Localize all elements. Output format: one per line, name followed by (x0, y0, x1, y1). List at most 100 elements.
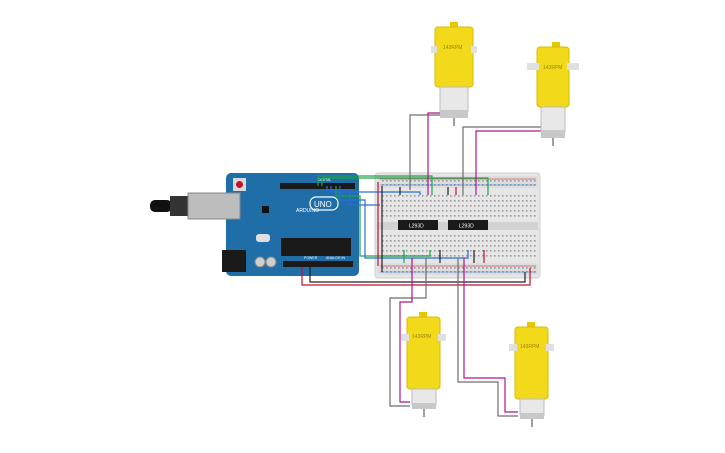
wire-magenta-m3[interactable] (399, 258, 413, 403)
breadboard-hole (470, 215, 472, 217)
breadboard-hole (526, 255, 528, 257)
breadboard-hole (442, 180, 444, 182)
breadboard-hole (534, 267, 536, 269)
breadboard-hole (498, 205, 500, 207)
breadboard-hole (434, 200, 436, 202)
breadboard-hole (534, 255, 536, 257)
breadboard-hole (406, 200, 408, 202)
breadboard-hole (470, 210, 472, 212)
breadboard-hole (394, 250, 396, 252)
breadboard-hole (534, 200, 536, 202)
breadboard-hole (430, 245, 432, 247)
wire-magenta-m2[interactable] (475, 130, 543, 195)
wire-magenta-m1[interactable] (427, 112, 440, 195)
breadboard-hole (414, 250, 416, 252)
driver-chip-2[interactable]: L293D (448, 220, 488, 230)
breadboard-hole (518, 250, 520, 252)
arduino-uno-board[interactable]: ARDUINO UNO DIGITAL POWER ANALOG IN (150, 173, 359, 276)
breadboard-hole (426, 180, 428, 182)
wire-green-d2[interactable] (321, 177, 489, 195)
breadboard-hole (534, 250, 536, 252)
breadboard-hole (466, 215, 468, 217)
breadboard-hole (470, 255, 472, 257)
breadboard-hole (486, 245, 488, 247)
breadboard-hole (406, 210, 408, 212)
wire-gray-m4[interactable] (457, 258, 518, 417)
breadboard-hole (470, 245, 472, 247)
breadboard-hole (450, 245, 452, 247)
breadboard-hole (442, 215, 444, 217)
breadboard-hole (506, 250, 508, 252)
breadboard-hole (406, 250, 408, 252)
breadboard-hole (474, 195, 476, 197)
power-analog-header[interactable] (283, 261, 353, 267)
driver-chip-2-label: L293D (459, 224, 474, 230)
breadboard-hole (502, 235, 504, 237)
breadboard-hole (438, 215, 440, 217)
breadboard-hole (518, 180, 520, 182)
breadboard-hole (458, 215, 460, 217)
breadboard-hole (446, 205, 448, 207)
breadboard-hole (422, 240, 424, 242)
breadboard-hole (418, 210, 420, 212)
breadboard-hole (458, 210, 460, 212)
breadboard-hole (486, 195, 488, 197)
breadboard-hole (426, 210, 428, 212)
breadboard-hole (510, 195, 512, 197)
wire-blue-d3[interactable] (339, 186, 469, 259)
breadboard-hole (522, 255, 524, 257)
reset-button-cap[interactable] (236, 181, 243, 188)
breadboard-hole (526, 215, 528, 217)
wires[interactable] (301, 112, 543, 417)
breadboard-hole (382, 235, 384, 237)
motor-4[interactable]: 143RPM (509, 322, 554, 427)
wire-green-d3[interactable] (335, 186, 431, 257)
wire-gray-m1[interactable] (409, 114, 440, 190)
breadboard-hole (526, 205, 528, 207)
motor-2[interactable]: 143RPM (527, 42, 579, 146)
breadboard-hole (446, 267, 448, 269)
wire-red-5v[interactable] (301, 267, 531, 286)
breadboard-hole (430, 267, 432, 269)
breadboard-hole (462, 245, 464, 247)
motor-1[interactable]: 143RPM (431, 22, 477, 126)
breadboard-hole (466, 180, 468, 182)
wire-green-d1[interactable] (317, 175, 433, 195)
breadboard-hole (494, 205, 496, 207)
breadboard-hole (502, 245, 504, 247)
breadboard-hole (474, 200, 476, 202)
motor-3[interactable]: 143RPM (401, 312, 446, 417)
breadboard-hole (454, 215, 456, 217)
breadboard-hole (402, 215, 404, 217)
breadboard-hole (446, 240, 448, 242)
wire-gray-m2[interactable] (462, 126, 543, 195)
breadboard-hole (530, 235, 532, 237)
wire-magenta-m4[interactable] (463, 258, 518, 413)
wire-blue-d2[interactable] (330, 186, 421, 195)
wire-gray-m3[interactable] (389, 258, 427, 407)
wire-black-gnd[interactable] (309, 267, 526, 283)
breadboard-hole (414, 180, 416, 182)
breadboard-hole (390, 180, 392, 182)
breadboard-hole (506, 195, 508, 197)
driver-chip-1[interactable]: L293D (398, 220, 438, 230)
breadboard-hole (494, 240, 496, 242)
breadboard-hole (486, 267, 488, 269)
breadboard-hole (494, 195, 496, 197)
breadboard-hole (482, 210, 484, 212)
breadboard-hole (402, 195, 404, 197)
breadboard-hole (522, 210, 524, 212)
uno-logo: UNO (309, 196, 339, 211)
breadboard-hole (490, 250, 492, 252)
breadboard-hole (410, 200, 412, 202)
breadboard-hole (494, 180, 496, 182)
breadboard-hole (530, 255, 532, 257)
breadboard-hole (386, 215, 388, 217)
breadboard-hole (526, 240, 528, 242)
breadboard-hole (502, 195, 504, 197)
breadboard-hole (414, 210, 416, 212)
breadboard-hole (478, 180, 480, 182)
breadboard-hole (438, 180, 440, 182)
breadboard-hole (426, 205, 428, 207)
